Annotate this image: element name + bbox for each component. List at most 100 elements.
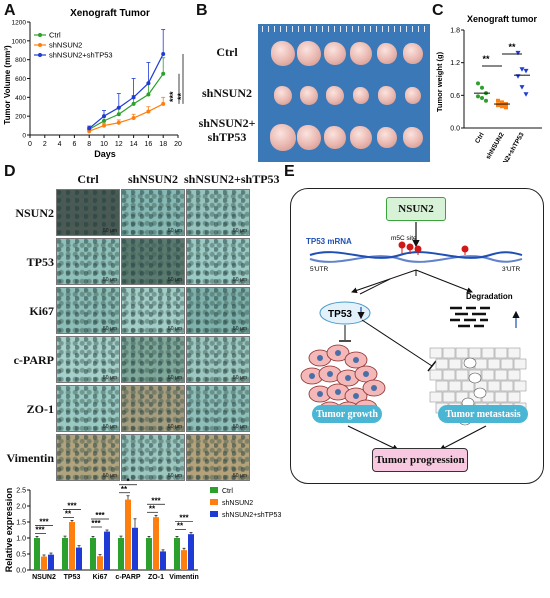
tumor-specimen bbox=[326, 85, 344, 105]
data-point bbox=[87, 126, 92, 131]
invading-cell bbox=[463, 357, 477, 369]
bar bbox=[97, 556, 103, 570]
bar bbox=[188, 534, 194, 570]
y-tick-label: 1.0 bbox=[16, 536, 26, 543]
data-point bbox=[519, 85, 525, 90]
bar bbox=[62, 538, 68, 570]
legend-label: shNSUN2+shTP53 bbox=[222, 512, 281, 519]
ihc-image: 50 μm bbox=[121, 189, 185, 236]
tumor-specimen bbox=[271, 40, 295, 66]
tp53-label: TP53 bbox=[328, 309, 352, 320]
ihc-image: 50 μm bbox=[186, 385, 250, 432]
tumor-specimen bbox=[350, 125, 372, 149]
data-point bbox=[146, 109, 151, 114]
x-tick-label: Ki67 bbox=[93, 574, 108, 581]
x-tick-label: 14 bbox=[130, 141, 138, 148]
x-tick-label: shNSUN2 bbox=[485, 131, 506, 160]
legend-label: shNSUN2 bbox=[222, 500, 253, 507]
cell-nucleus bbox=[353, 357, 359, 363]
ihc-image: 50 μm bbox=[186, 336, 250, 383]
data-point bbox=[146, 92, 151, 97]
data-point bbox=[523, 92, 529, 97]
scale-bar-label: 50 μm bbox=[103, 375, 117, 381]
tumor-growth-box: Tumor growth bbox=[312, 405, 382, 423]
utr5-label: 5'UTR bbox=[310, 266, 329, 273]
chart-a-xlabel: Days bbox=[94, 149, 116, 159]
ihc-image: 50 μm bbox=[121, 385, 185, 432]
m5c-label: m5C site bbox=[391, 235, 417, 242]
x-tick-label: 0 bbox=[28, 141, 32, 148]
cell-nucleus bbox=[353, 393, 359, 399]
scale-bar-label: 50 μm bbox=[168, 326, 182, 332]
data-point bbox=[161, 101, 166, 106]
tumor-weight-scatter-chart: Xenograft tumor Tumor weight (g) 0.00.61… bbox=[435, 14, 542, 162]
y-tick-label: 1200 bbox=[12, 20, 27, 27]
x-tick-label: 8 bbox=[87, 141, 91, 148]
significance-label: *** bbox=[67, 501, 77, 510]
scale-bar-label: 50 μm bbox=[233, 326, 247, 332]
chart-c-stars-2: ** bbox=[508, 42, 516, 52]
data-point bbox=[504, 105, 508, 110]
tissue-cell bbox=[461, 380, 475, 392]
data-point bbox=[131, 95, 136, 100]
tissue-cell bbox=[513, 380, 527, 392]
ihc-image: 50 μm bbox=[186, 287, 250, 334]
degradation-label: Degradation bbox=[466, 292, 513, 301]
chart-a-stars-inner: ** bbox=[176, 92, 186, 100]
nsun2-box: NSUN2 bbox=[386, 197, 446, 221]
tissue-cell bbox=[455, 369, 469, 381]
data-point bbox=[116, 112, 121, 117]
data-point bbox=[515, 50, 521, 56]
tissue-cell bbox=[435, 380, 449, 392]
significance-label: *** bbox=[39, 517, 49, 526]
ihc-row-label: c-PARP bbox=[13, 353, 54, 367]
bar bbox=[125, 499, 131, 570]
chart-a-stars-outer: *** bbox=[168, 91, 178, 102]
significance-label: ** bbox=[177, 522, 184, 531]
tissue-cell bbox=[448, 358, 462, 370]
ihc-column-label: shNSUN2 bbox=[127, 172, 178, 186]
x-tick-label: 20 bbox=[174, 141, 182, 148]
chart-a-ylabel: Tumor Volume (mm³) bbox=[3, 45, 12, 125]
data-point bbox=[131, 116, 136, 121]
legend-swatch bbox=[210, 499, 218, 505]
x-tick-label: 12 bbox=[115, 141, 123, 148]
scale-bar-label: 50 μm bbox=[233, 473, 247, 479]
tissue-cell bbox=[487, 380, 501, 392]
bar bbox=[118, 538, 124, 570]
ihc-row-label: NSUN2 bbox=[15, 206, 54, 220]
data-point bbox=[116, 105, 121, 110]
data-point bbox=[500, 100, 504, 105]
significance-label: *** bbox=[151, 496, 161, 505]
y-tick-label: 800 bbox=[15, 57, 26, 64]
ihc-image: 50 μm bbox=[56, 189, 120, 236]
tissue-cell bbox=[429, 391, 443, 403]
scale-bar-label: 50 μm bbox=[233, 424, 247, 430]
tissue-cell bbox=[442, 347, 456, 359]
bar bbox=[174, 538, 180, 570]
cell-nucleus bbox=[363, 371, 369, 377]
data-point bbox=[480, 85, 484, 90]
cell-nucleus bbox=[335, 389, 341, 395]
y-tick-label: 0 bbox=[22, 133, 26, 140]
ihc-image: 50 μm bbox=[186, 238, 250, 285]
ihc-row-label: TP53 bbox=[26, 255, 54, 269]
bar bbox=[69, 522, 75, 570]
ihc-image: 50 μm bbox=[121, 434, 185, 481]
tissue-cell bbox=[481, 347, 495, 359]
tissue-cell bbox=[429, 347, 443, 359]
data-point bbox=[523, 68, 529, 74]
tissue-cell bbox=[435, 358, 449, 370]
tissue-cell bbox=[487, 358, 501, 370]
legend-marker bbox=[38, 43, 42, 47]
y-tick-label: 600 bbox=[15, 76, 26, 83]
x-tick-label: 10 bbox=[100, 141, 108, 148]
scale-bar-label: 50 μm bbox=[103, 326, 117, 332]
tumor-specimen bbox=[350, 41, 372, 65]
y-tick-label: 0.5 bbox=[16, 552, 26, 559]
y-tick-label: 0.0 bbox=[450, 126, 460, 133]
tumor-specimen bbox=[300, 85, 318, 105]
x-tick-label: ZO-1 bbox=[148, 574, 164, 581]
chart-a-title: Xenograft Tumor bbox=[70, 8, 150, 19]
panel-label-a: A bbox=[4, 2, 16, 19]
